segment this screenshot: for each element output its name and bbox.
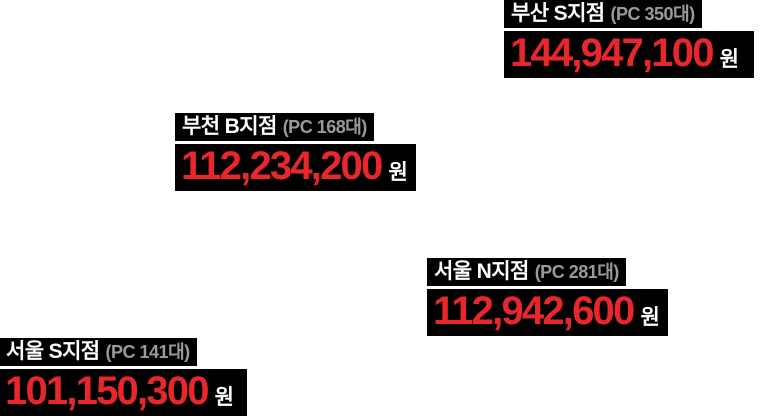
branch-name: 부산 S지점	[511, 2, 605, 25]
branch-name: 서울 S지점	[6, 340, 100, 363]
amount-unit: 원	[214, 386, 234, 409]
store-title-bar: 부산 S지점 (PC 350대)	[504, 0, 702, 28]
amount-unit: 원	[719, 48, 739, 71]
amount-value: 112,942,600	[433, 289, 635, 333]
store-label-bucheon-b: 부천 B지점 (PC 168대) 112,234,200 원	[175, 113, 417, 191]
pc-count: (PC 141대)	[105, 342, 191, 362]
pc-count: (PC 281대)	[534, 262, 620, 282]
store-amount-bar: 112,942,600 원	[427, 289, 669, 336]
amount-value: 112,234,200	[181, 144, 383, 188]
store-label-seoul-s: 서울 S지점 (PC 141대) 101,150,300 원	[0, 338, 248, 416]
store-label-busan-s: 부산 S지점 (PC 350대) 144,947,100 원	[504, 0, 755, 78]
branch-name: 부천 B지점	[182, 115, 277, 138]
store-title-bar: 서울 S지점 (PC 141대)	[0, 338, 197, 366]
amount-unit: 원	[388, 161, 408, 184]
amount-unit: 원	[640, 306, 660, 329]
store-amount-bar: 112,234,200 원	[175, 144, 417, 191]
pc-count: (PC 350대)	[610, 4, 696, 24]
pc-count: (PC 168대)	[282, 117, 368, 137]
store-title-bar: 서울 N지점 (PC 281대)	[427, 258, 626, 286]
branch-name: 서울 N지점	[434, 260, 529, 283]
store-title-bar: 부천 B지점 (PC 168대)	[175, 113, 374, 141]
store-label-seoul-n: 서울 N지점 (PC 281대) 112,942,600 원	[427, 258, 669, 336]
store-amount-bar: 101,150,300 원	[0, 369, 248, 416]
store-amount-bar: 144,947,100 원	[504, 31, 755, 78]
amount-value: 144,947,100	[510, 31, 714, 75]
amount-value: 101,150,300	[5, 369, 209, 413]
